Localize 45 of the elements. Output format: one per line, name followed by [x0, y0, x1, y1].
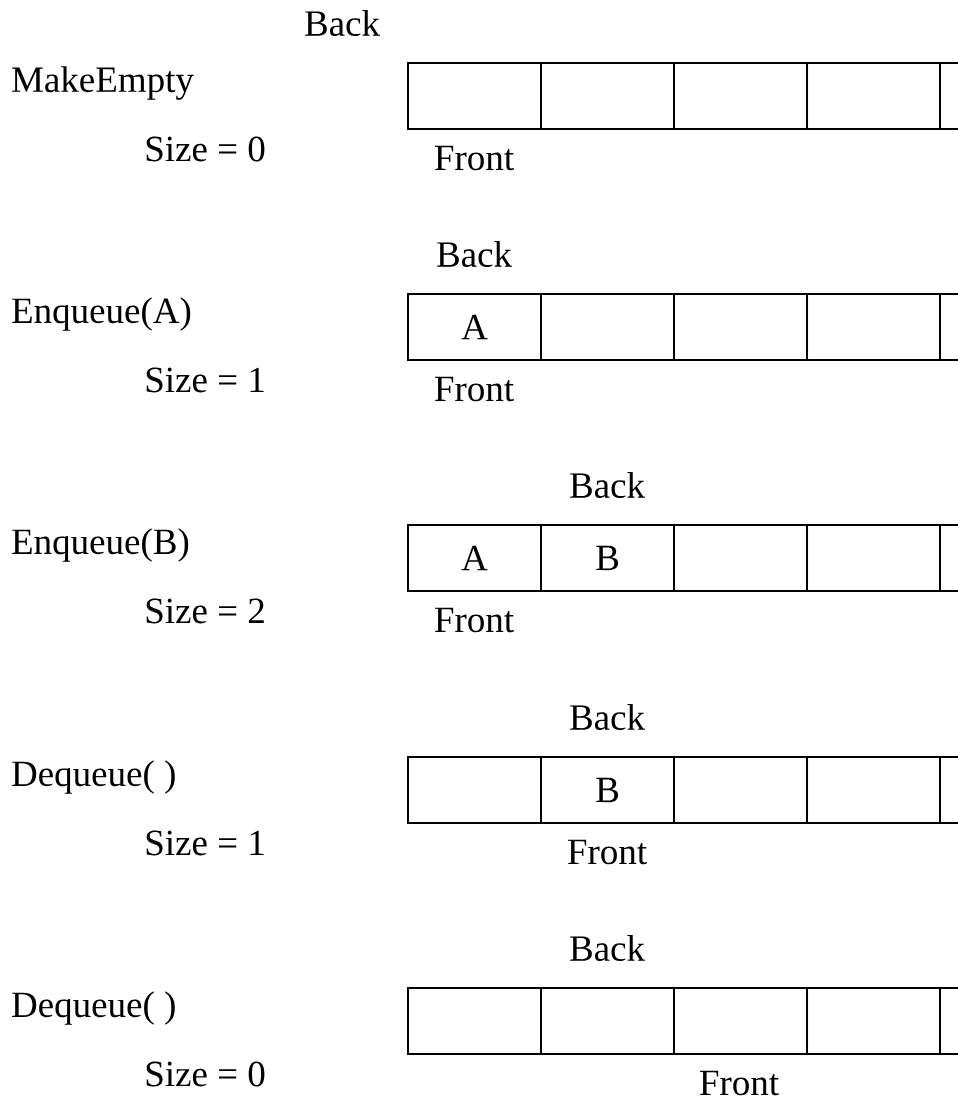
array-cell [407, 756, 542, 824]
array-cell [939, 524, 958, 592]
array-cell: A [407, 293, 542, 361]
label: Size = 1 [146, 830, 264, 856]
label: Back [437, 240, 513, 267]
array-cell [673, 987, 808, 1055]
label: MakeEmpty [12, 66, 194, 100]
array-cell [673, 756, 808, 824]
array-cell [673, 293, 808, 361]
label: Dequeue( ) [12, 760, 175, 794]
label: Front [435, 607, 514, 633]
label: Enqueue(A) [12, 297, 191, 331]
label: Back [305, 9, 381, 36]
array-cell [939, 756, 958, 824]
array-cell: A [407, 524, 542, 592]
array-cell [540, 62, 675, 130]
label: Size = 1 [146, 367, 264, 393]
array-cell [407, 62, 542, 130]
label: Dequeue( ) [12, 991, 175, 1025]
label: Size = 0 [146, 136, 265, 162]
array-cell [939, 987, 958, 1055]
label: Size = 0 [146, 1061, 265, 1087]
array-cell [673, 524, 808, 592]
array-cell [806, 987, 941, 1055]
label: Back [570, 704, 646, 730]
array-cell [939, 293, 958, 361]
label: Front [568, 839, 647, 865]
label: Back [570, 935, 646, 961]
array-cell [407, 987, 542, 1055]
label: Enqueue(B) [12, 528, 189, 562]
label: Back [570, 471, 646, 498]
array-cell: B [540, 524, 675, 592]
label: Front [435, 376, 514, 402]
label: Size = 2 [146, 598, 264, 624]
array-cell [806, 293, 941, 361]
array-cell [939, 62, 958, 130]
array-cell [540, 293, 675, 361]
label: Front [700, 1070, 779, 1096]
array-cell [806, 756, 941, 824]
array-cell [806, 62, 941, 130]
array-cell [806, 524, 941, 592]
array-cell: B [540, 756, 675, 824]
array-cell [540, 987, 675, 1055]
array-cell [673, 62, 808, 130]
label: Front [435, 145, 514, 171]
